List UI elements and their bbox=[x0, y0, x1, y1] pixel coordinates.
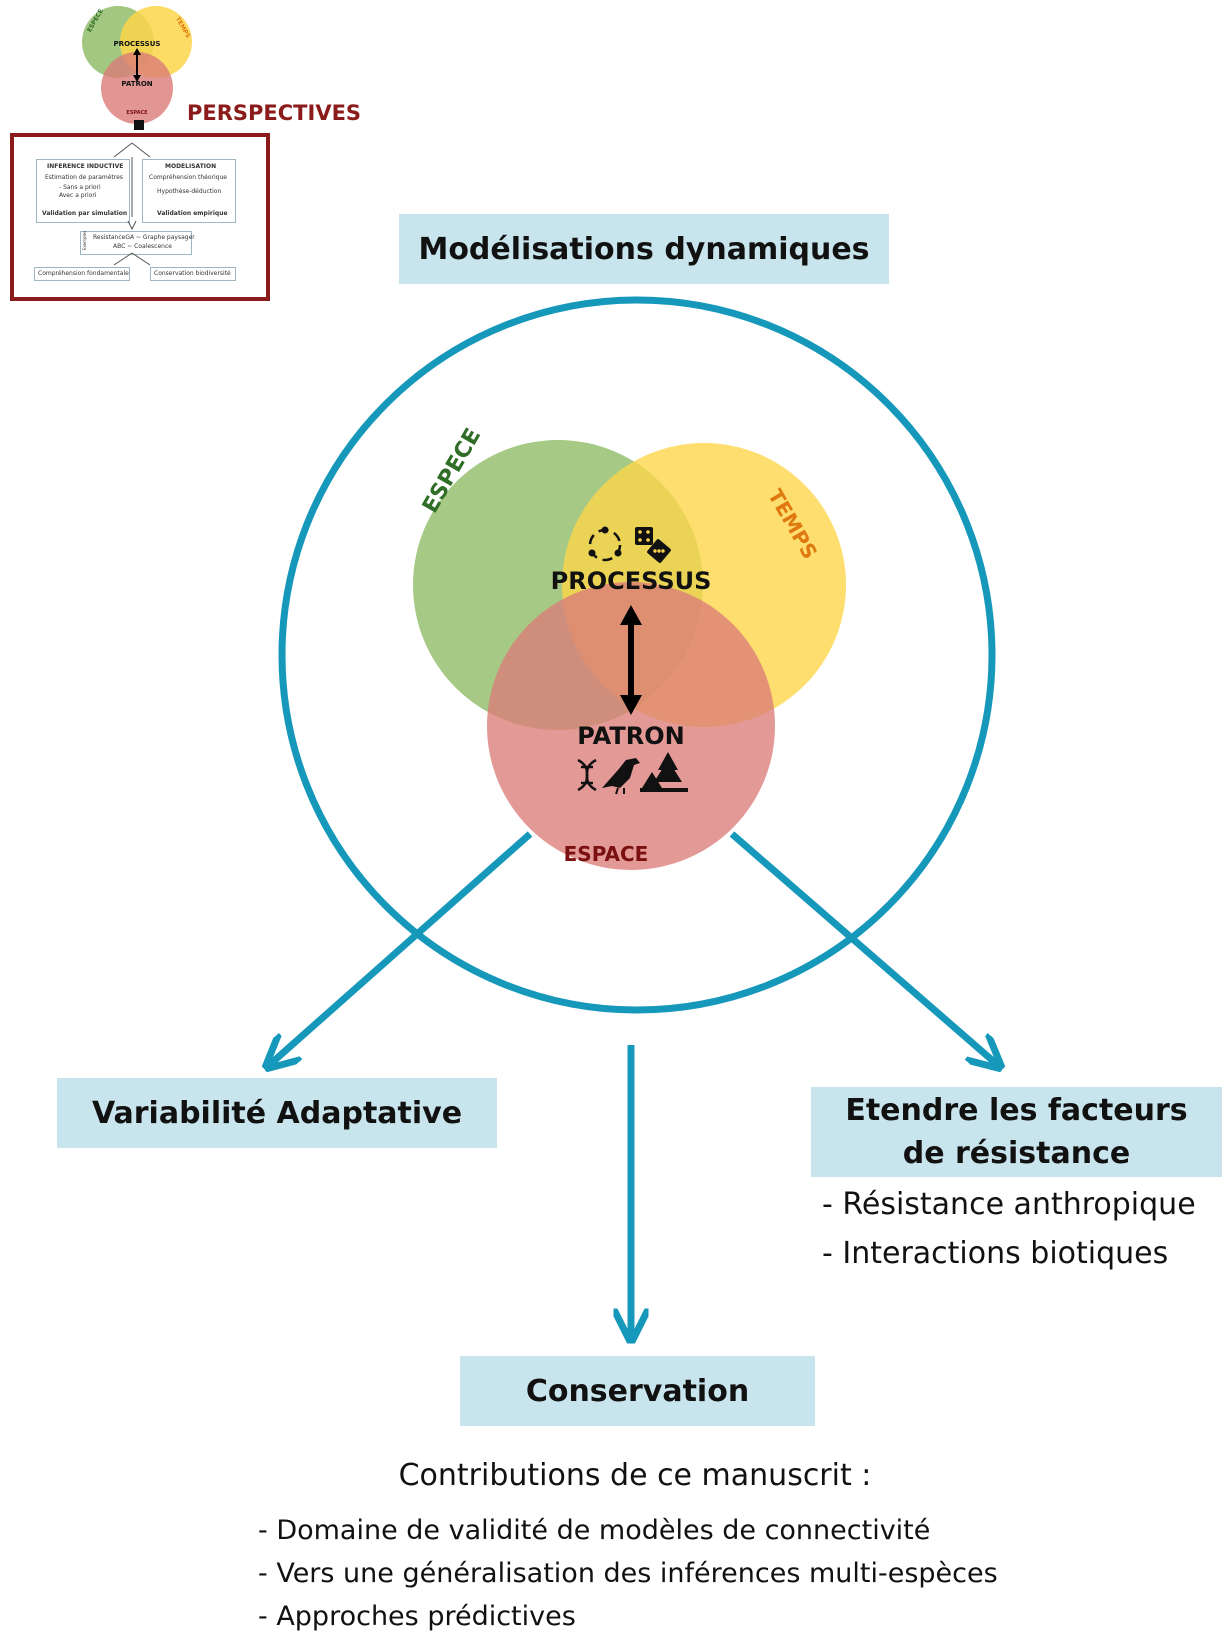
etendre-line1: Etendre les facteurs bbox=[845, 1092, 1188, 1128]
thumb-right-line2: Hypothèse-déduction bbox=[157, 188, 222, 195]
variabilite-box: Variabilité Adaptative bbox=[57, 1078, 497, 1148]
venn-label-processus: PROCESSUS bbox=[550, 567, 712, 595]
thumb-left-title: INFERENCE INDUCTIVE bbox=[47, 163, 124, 170]
thumb-right-title: MODELISATION bbox=[165, 163, 217, 170]
thumb-right-col: MODELISATION Compréhension théorique Hyp… bbox=[142, 159, 236, 223]
thumb-connectors bbox=[113, 142, 151, 266]
venn-label-espace: ESPACE bbox=[563, 842, 649, 866]
thumb-examples: Exemples ResistanceGA ~ Graphe paysager … bbox=[80, 231, 195, 255]
thumb-footer-left: Compréhension fondamentale bbox=[34, 267, 130, 281]
contributions-list: - Domaine de validité de modèles de conn… bbox=[258, 1517, 998, 1630]
perspectives-label: PERSPECTIVES bbox=[187, 101, 362, 125]
list-item: - Vers une généralisation des inférences… bbox=[258, 1558, 998, 1589]
trees-icon bbox=[640, 752, 688, 792]
etendre-bullets: - Résistance anthropique - Interactions … bbox=[822, 1190, 1196, 1269]
thumb-example-line2: ABC ~ Coalescence bbox=[113, 243, 172, 250]
thumb-example-line1: ResistanceGA ~ Graphe paysager bbox=[93, 234, 195, 241]
thumb-left-col: INFERENCE INDUCTIVE Estimation de paramè… bbox=[36, 159, 130, 223]
thumb-right-line1: Compréhension théorique bbox=[149, 174, 227, 181]
etendre-line2: de résistance bbox=[902, 1136, 1131, 1171]
thumbnail-panel: INFERENCE INDUCTIVE Estimation de paramè… bbox=[10, 133, 270, 301]
venn-label-patron: PATRON bbox=[577, 722, 685, 750]
arrow-to-variabilite bbox=[267, 831, 533, 1067]
thumb-label-espace: ESPACE bbox=[126, 110, 148, 116]
thumb-right-bottom: Validation empirique bbox=[157, 210, 228, 217]
dna-icon bbox=[577, 758, 597, 792]
thumb-left-line3: Avec a priori bbox=[59, 192, 97, 199]
list-item: - Approches prédictives bbox=[258, 1601, 576, 1632]
thumb-label-processus: PROCESSUS bbox=[113, 40, 161, 48]
title-box: Modélisations dynamiques bbox=[399, 214, 889, 284]
etendre-box: Etendre les facteurs de résistance bbox=[811, 1087, 1222, 1177]
list-item: - Domaine de validité de modèles de conn… bbox=[258, 1515, 931, 1546]
contributions-heading: Contributions de ce manuscrit : bbox=[398, 1458, 872, 1493]
outer-ring bbox=[278, 296, 996, 1014]
arrow-to-etendre bbox=[729, 831, 1000, 1067]
bird-icon bbox=[602, 758, 640, 795]
thumb-left-bottom: Validation par simulation bbox=[42, 210, 128, 217]
thumb-footer-right-text: Conservation biodiversité bbox=[154, 270, 231, 277]
thumbnail-venn bbox=[82, 6, 192, 130]
venn-circle-espace bbox=[487, 582, 775, 870]
thumb-left-line2: - Sans a priori bbox=[59, 184, 101, 191]
thumb-footer-right: Conservation biodiversité bbox=[150, 267, 236, 281]
list-item: - Résistance anthropique bbox=[822, 1187, 1196, 1222]
thumb-left-line1: Estimation de paramètres bbox=[45, 174, 123, 181]
thumb-footer-left-text: Compréhension fondamentale bbox=[38, 270, 129, 277]
cycle-icon bbox=[588, 526, 622, 562]
double-arrow bbox=[620, 605, 642, 715]
thumb-label-patron: PATRON bbox=[121, 80, 153, 88]
dice-icon bbox=[635, 527, 671, 563]
conservation-box: Conservation bbox=[460, 1356, 815, 1426]
list-item: - Interactions biotiques bbox=[822, 1236, 1169, 1271]
